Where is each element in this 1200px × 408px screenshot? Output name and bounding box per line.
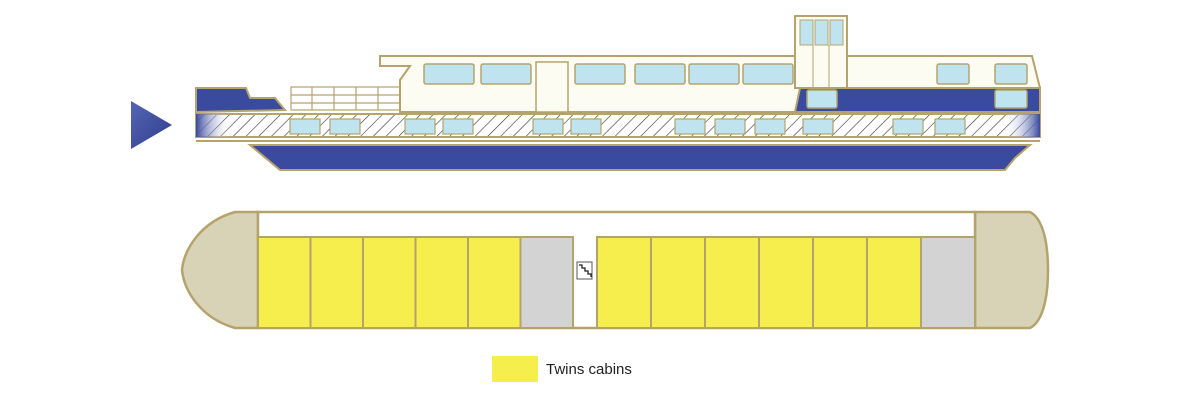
starboard-twin-cabin-1: [596, 236, 652, 329]
bow-cabin: [195, 87, 288, 114]
port-twin-cabin-2: [309, 236, 364, 329]
deck-stern: [973, 210, 1050, 330]
deck-bow: [180, 210, 260, 330]
wheelhouse: [794, 15, 848, 89]
direction-arrow-icon: [131, 101, 172, 149]
lower-hull: [247, 144, 1033, 171]
legend-label-twin: Twins cabins: [546, 360, 632, 378]
cabin-portholes: [289, 118, 966, 135]
deck-plan: [180, 210, 1050, 330]
port-twin-cabin-1: [257, 236, 312, 329]
port-twin-cabin-4: [414, 236, 469, 329]
port-twin-cabin-5: [467, 236, 522, 329]
upper-windows: [423, 63, 1028, 109]
starboard-twin-cabin-5: [812, 236, 868, 329]
legend: Twins cabins: [492, 356, 632, 382]
bow-railing: [290, 86, 402, 111]
main-deck-door: [535, 61, 569, 113]
legend-swatch-twin: [492, 356, 538, 382]
starboard-twin-cabin-4: [758, 236, 814, 329]
side-view: [131, 15, 1041, 171]
port-service-room-6: [519, 236, 574, 329]
port-twin-cabin-3: [362, 236, 417, 329]
port-cabin-row: [257, 236, 574, 329]
stern-hull-section: [793, 87, 1041, 113]
starboard-twin-cabin-2: [650, 236, 706, 329]
stairs-icon: [576, 261, 593, 280]
starboard-twin-cabin-6: [866, 236, 922, 329]
starboard-service-room-7: [920, 236, 976, 329]
starboard-cabin-row: [596, 236, 976, 329]
starboard-twin-cabin-3: [704, 236, 760, 329]
